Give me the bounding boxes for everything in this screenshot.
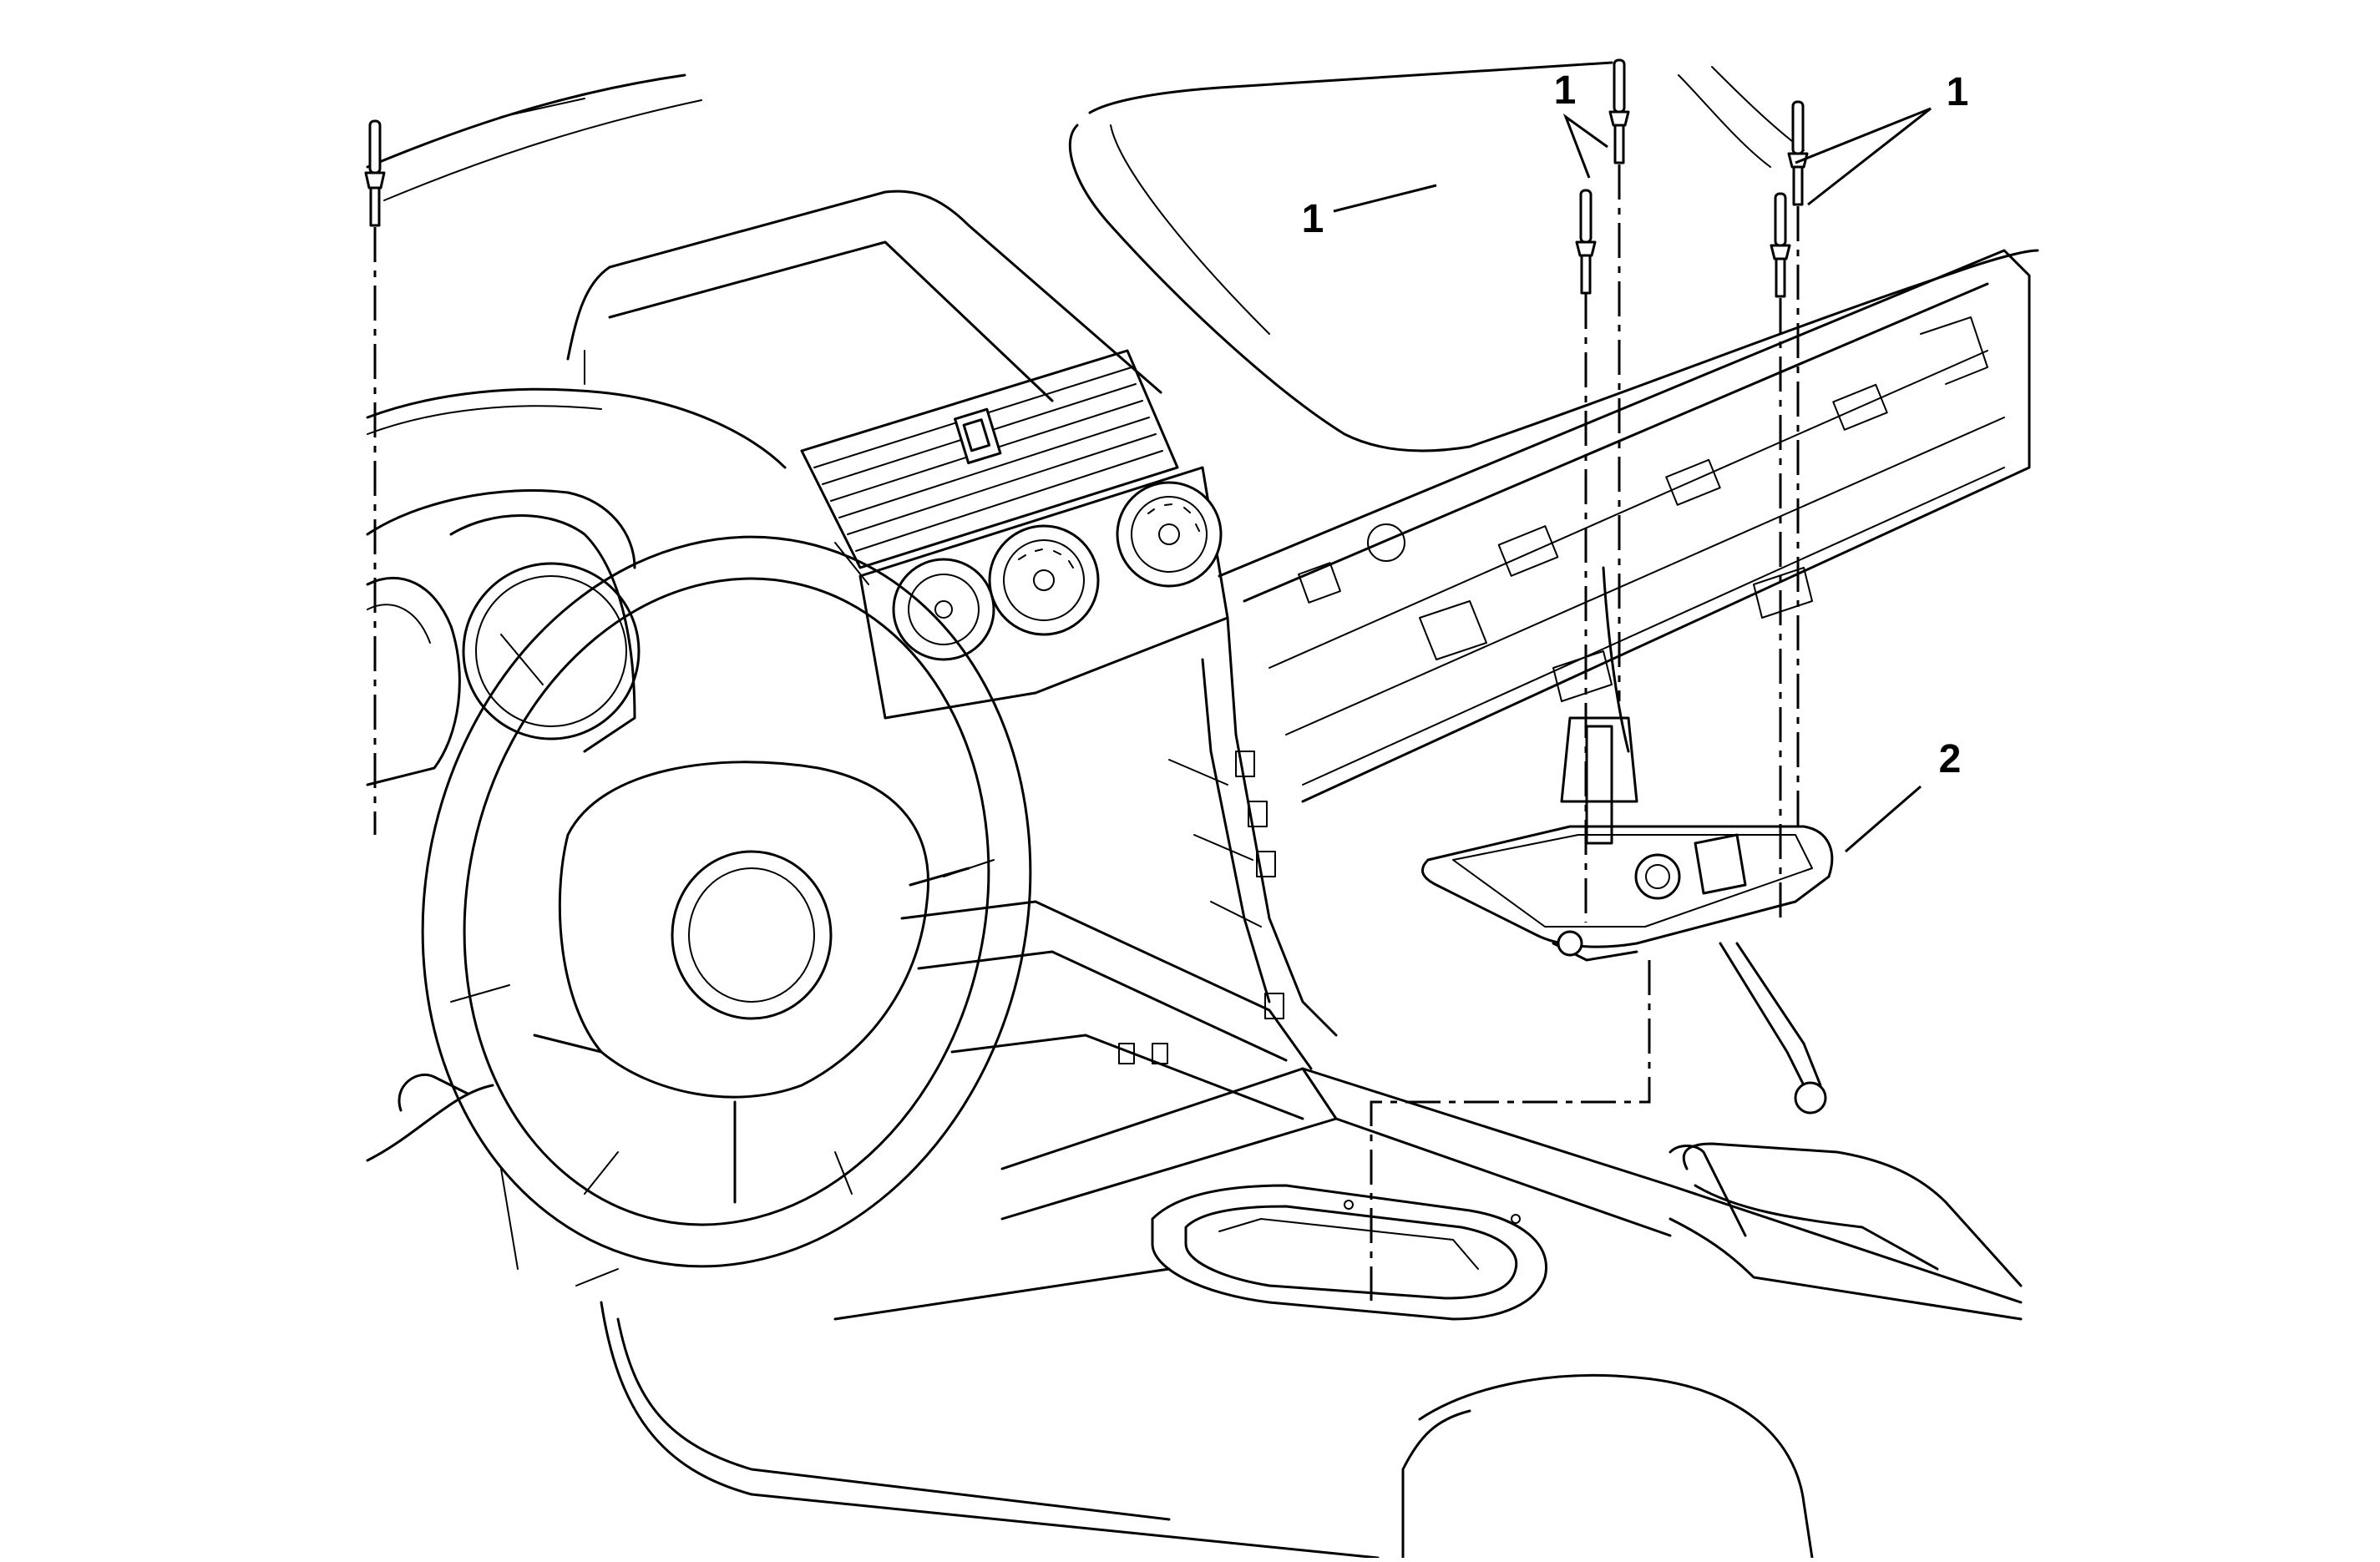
- floor-console: [833, 1067, 2023, 1559]
- center-stack-side-panel: [1168, 616, 1338, 1037]
- shifter-cable: [1719, 942, 1827, 1115]
- steering-wheel: [421, 535, 1032, 1268]
- callout-label-1-left: 1: [1302, 197, 1324, 241]
- callout-label-1-right: 1: [1947, 70, 1969, 114]
- shifter-assembly: [1420, 566, 1834, 1115]
- shifter-opening: [1151, 1184, 1547, 1321]
- instrument-panel-top: [366, 190, 1162, 469]
- fastener-bolt-3: [1608, 58, 1630, 164]
- steering-wheel-hub: [558, 761, 929, 1099]
- passenger-seat: [1682, 1142, 2023, 1287]
- fastener-bolt-2: [1575, 189, 1597, 295]
- hvac-knob-left: [892, 558, 995, 661]
- callout-leaders: [1333, 107, 1932, 853]
- instrument-panel-carrier: [1218, 249, 2031, 803]
- lower-instrument-panel: [900, 900, 1313, 1120]
- alignment-centerlines: [373, 164, 1800, 1301]
- fastener-bolt-4: [1787, 100, 1809, 206]
- fastener-bolt-1: [364, 119, 386, 227]
- fastener-bolt-5: [1770, 192, 1791, 298]
- hvac-knob-center: [988, 524, 1100, 636]
- steering-column-area: [366, 1073, 1380, 1559]
- hvac-knob-right: [1116, 481, 1223, 588]
- hvac-control-panel: [858, 466, 1229, 720]
- callout-label-1-center: 1: [1554, 68, 1577, 113]
- center-air-vents: [800, 349, 1179, 569]
- callout-label-2: 2: [1939, 737, 1962, 781]
